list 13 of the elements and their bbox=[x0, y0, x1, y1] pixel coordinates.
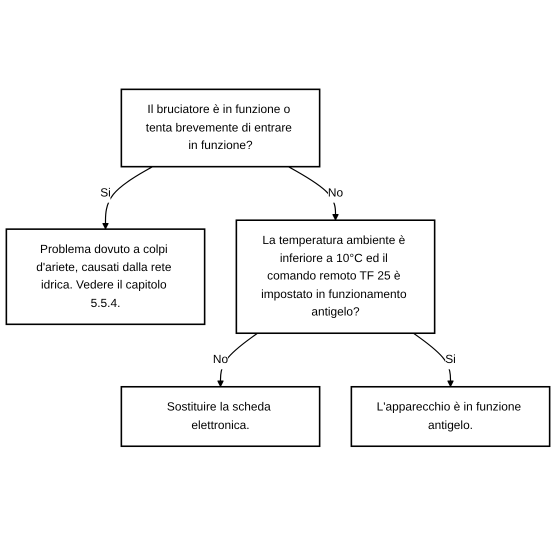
edge-label: No bbox=[212, 352, 228, 366]
edge-label: Si bbox=[445, 352, 456, 366]
node-box: Il bruciatore è in funzione o tenta brevemente di entrare in funzione? bbox=[120, 88, 320, 168]
arrow bbox=[288, 166, 339, 220]
node-box: La temperatura ambiente è inferiore a 10°C ed il comando remoto TF 25 è impostato in funzionamento antigelo? bbox=[236, 219, 436, 334]
arrow bbox=[217, 332, 258, 387]
node-box: L'apparecchio è in funzione antigelo. bbox=[350, 386, 550, 447]
edge-label: Si bbox=[100, 186, 111, 200]
edge-label: No bbox=[328, 186, 344, 200]
arrow bbox=[102, 166, 153, 230]
arrow bbox=[413, 332, 454, 387]
node-box: Problema dovuto a colpi d'ariete, causati dalla rete idrica. Vedere il capitolo 5.5.4. bbox=[6, 228, 206, 325]
node-box: Sostituire la scheda elettronica. bbox=[120, 386, 320, 447]
